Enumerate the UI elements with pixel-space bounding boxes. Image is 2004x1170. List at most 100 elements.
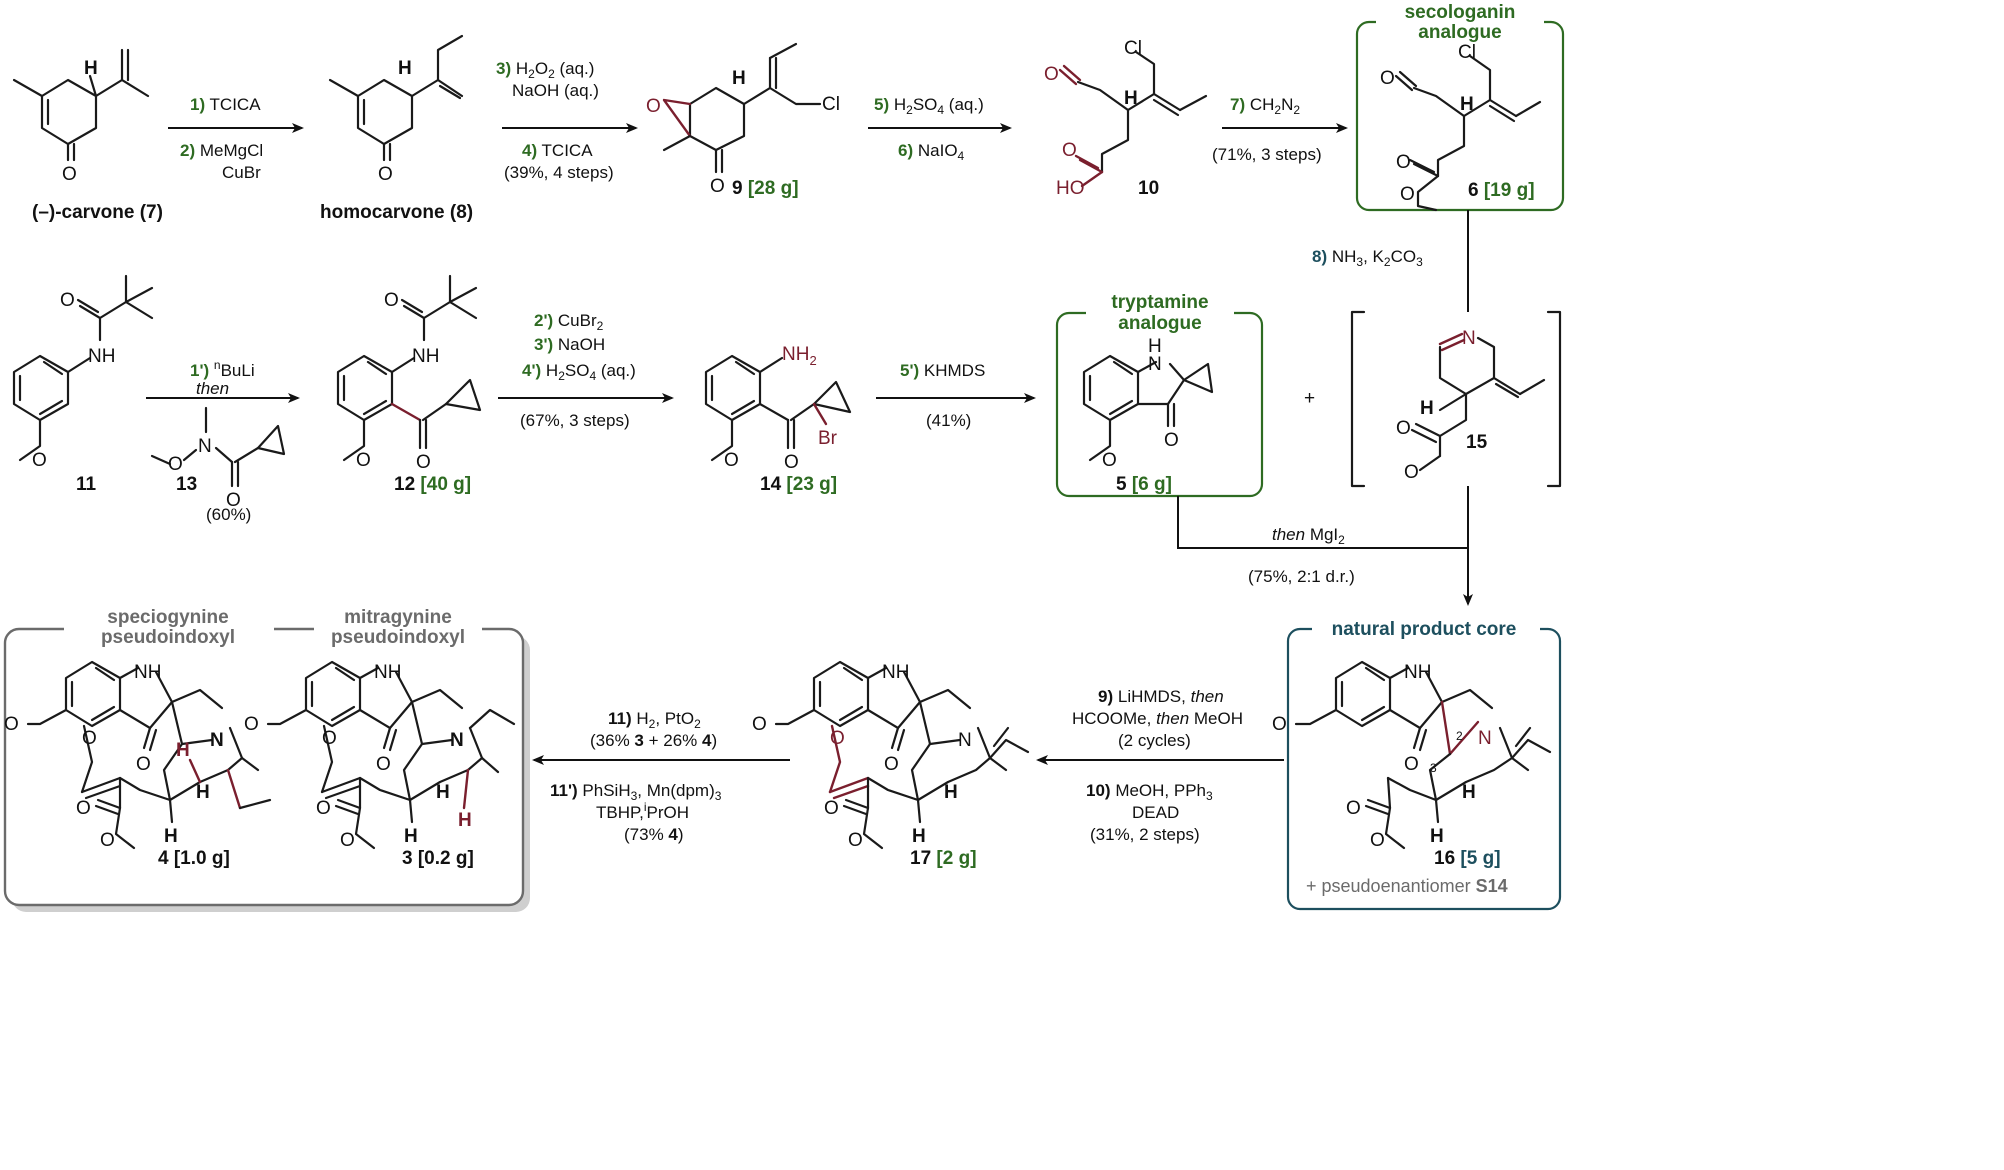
- svg-text:3') NaOH: 3') NaOH: [534, 335, 605, 354]
- molecule-tryptamine-5: H N O O: [1082, 336, 1214, 471]
- svg-text:O: O: [848, 830, 863, 851]
- svg-text:O: O: [1062, 140, 1077, 161]
- label-carvone: (–)-carvone (7): [32, 202, 163, 223]
- svg-text:2) MeMgCl: 2) MeMgCl: [180, 141, 263, 160]
- molecule-weinreb-13: N O O: [150, 406, 286, 511]
- svg-text:3: 3: [1430, 761, 1437, 775]
- label-12: 12 [40 g]: [394, 474, 471, 495]
- svg-text:O: O: [376, 754, 391, 775]
- svg-text:O: O: [1400, 184, 1415, 205]
- svg-text:NH: NH: [412, 346, 439, 367]
- svg-text:O: O: [1380, 68, 1395, 89]
- svg-text:H: H: [436, 782, 450, 803]
- plus-sign: +: [1304, 388, 1315, 409]
- svg-text:O: O: [316, 798, 331, 819]
- svg-text:H: H: [398, 58, 412, 79]
- svg-text:O: O: [646, 96, 661, 117]
- molecule-imine-15: N H O O: [1350, 310, 1562, 488]
- secologanin-subtitle: analogue: [1418, 22, 1501, 43]
- svg-text:H: H: [1420, 398, 1434, 419]
- svg-text:O: O: [100, 830, 115, 851]
- label-9: 9 [28 g]: [732, 178, 799, 199]
- svg-text:Cl: Cl: [1124, 38, 1142, 59]
- mitragynine-title: mitragynine: [344, 607, 452, 628]
- mitragynine-subtitle: pseudoindoxyl: [331, 627, 465, 648]
- svg-text:O: O: [378, 164, 393, 185]
- molecule-homocarvone: H O: [328, 34, 464, 185]
- svg-text:N: N: [198, 436, 212, 457]
- svg-text:O: O: [1164, 430, 1179, 451]
- svg-text:O: O: [136, 754, 151, 775]
- svg-text:NH: NH: [1404, 662, 1431, 683]
- molecule-carvone: H O: [12, 48, 150, 185]
- svg-text:5') KHMDS: 5') KHMDS: [900, 361, 985, 380]
- svg-text:1') nBuLi: 1') nBuLi: [190, 358, 255, 380]
- label-15: 15: [1466, 432, 1488, 453]
- svg-text:(73% 4): (73% 4): [624, 825, 684, 844]
- svg-text:O: O: [82, 728, 97, 749]
- svg-text:O: O: [1102, 450, 1117, 471]
- svg-text:H: H: [196, 782, 210, 803]
- svg-text:O: O: [710, 176, 725, 197]
- svg-text:NH: NH: [374, 662, 401, 683]
- svg-text:N: N: [958, 730, 972, 751]
- svg-text:Br: Br: [818, 428, 838, 449]
- label-13: 13: [176, 474, 197, 495]
- svg-text:Cl: Cl: [1458, 42, 1476, 63]
- svg-text:O: O: [244, 714, 259, 735]
- svg-text:O: O: [76, 798, 91, 819]
- svg-text:O: O: [416, 452, 431, 473]
- svg-text:O: O: [384, 290, 399, 311]
- svg-text:N: N: [1462, 328, 1476, 349]
- label-14: 14 [23 g]: [760, 474, 837, 495]
- svg-text:H: H: [84, 58, 98, 79]
- svg-text:then: then: [196, 379, 229, 398]
- svg-text:NH: NH: [134, 662, 161, 683]
- molecule-core-16: NH O O N 2 3 H H O O: [1272, 660, 1552, 851]
- svg-text:O: O: [1044, 64, 1059, 85]
- label-3: 3 [0.2 g]: [402, 848, 474, 869]
- label-16: 16 [5 g]: [1434, 848, 1501, 869]
- molecule-speciogynine-4: NH O O O N H H H O O: [4, 660, 272, 851]
- molecule-mitragynine-3: NH O O O N H H H O O: [244, 660, 516, 851]
- svg-text:H: H: [164, 826, 178, 847]
- svg-text:H: H: [732, 68, 746, 89]
- molecule-anisidine-amide-11: O NH O: [12, 274, 154, 471]
- svg-text:7) CH2N2: 7) CH2N2: [1230, 95, 1300, 117]
- svg-text:O: O: [340, 830, 355, 851]
- svg-text:DEAD: DEAD: [1132, 803, 1179, 822]
- svg-text:O: O: [824, 798, 839, 819]
- svg-text:O: O: [884, 754, 899, 775]
- tryptamine-subtitle: analogue: [1118, 313, 1201, 334]
- svg-text:O: O: [1404, 462, 1419, 483]
- svg-text:H: H: [1148, 336, 1162, 357]
- svg-text:O: O: [60, 290, 75, 311]
- svg-text:H: H: [944, 782, 958, 803]
- label-11: 11: [76, 474, 97, 495]
- core-title: natural product core: [1332, 619, 1517, 640]
- svg-text:O: O: [1396, 152, 1411, 173]
- svg-text:(75%, 2:1 d.r.): (75%, 2:1 d.r.): [1248, 567, 1355, 586]
- tryptamine-title: tryptamine: [1111, 292, 1208, 313]
- svg-text:9) LiHMDS, then: 9) LiHMDS, then: [1098, 687, 1224, 706]
- svg-text:O: O: [1396, 418, 1411, 439]
- molecule-bromoketone-14: NH2 O O Br: [704, 344, 852, 473]
- svg-text:NH: NH: [882, 662, 909, 683]
- svg-text:H: H: [1124, 88, 1138, 109]
- svg-text:(67%, 3 steps): (67%, 3 steps): [520, 411, 630, 430]
- svg-text:O: O: [830, 728, 845, 749]
- speciogynine-title: speciogynine: [107, 607, 228, 628]
- molecule-secologanin-6: O O O H Cl: [1380, 42, 1542, 212]
- svg-text:N: N: [1478, 728, 1492, 749]
- svg-text:O: O: [62, 164, 77, 185]
- svg-text:(36% 3 + 26% 4): (36% 3 + 26% 4): [590, 731, 717, 750]
- svg-text:H: H: [1430, 826, 1444, 847]
- svg-text:(71%, 3 steps): (71%, 3 steps): [1212, 145, 1322, 164]
- svg-text:O: O: [1370, 830, 1385, 851]
- molecule-aldehyde-acid-10: O O HO H Cl: [1044, 38, 1208, 199]
- svg-text:11) H2, PtO2: 11) H2, PtO2: [608, 709, 701, 731]
- svg-text:(31%, 2 steps): (31%, 2 steps): [1090, 825, 1200, 844]
- svg-text:O: O: [724, 450, 739, 471]
- svg-text:11') PhSiH3, Mn(dpm)3: 11') PhSiH3, Mn(dpm)3: [550, 781, 722, 803]
- svg-text:then MgI2: then MgI2: [1272, 525, 1345, 547]
